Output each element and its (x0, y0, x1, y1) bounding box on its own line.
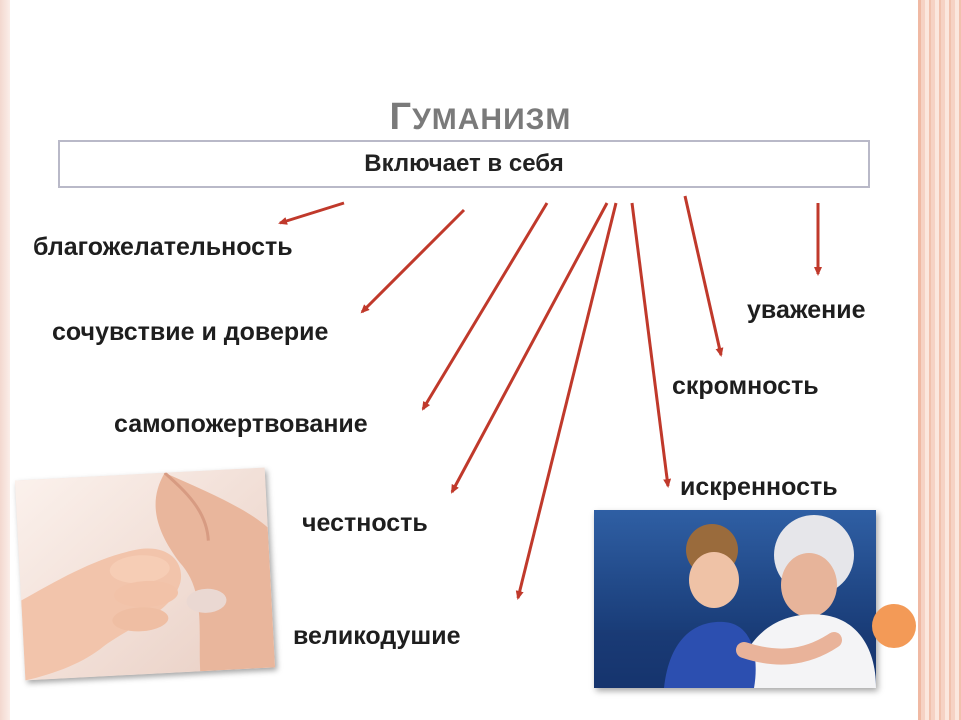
right-border-line (918, 0, 921, 720)
term-4: честность (302, 509, 428, 537)
arrow-6 (630, 202, 672, 488)
term-1: благожелательность (33, 233, 293, 261)
hands-photo (14, 467, 276, 681)
arrow-2 (360, 208, 466, 314)
left-border-decoration (0, 0, 10, 720)
banner-text: Включает в себя (364, 150, 564, 177)
page-title: ГУМАНИЗМ (0, 96, 961, 139)
decorative-orange-dot (872, 604, 916, 648)
arrow-4 (450, 202, 609, 494)
term-5: великодушие (293, 622, 461, 650)
term-7: скромность (672, 372, 819, 400)
arrow-5 (515, 202, 618, 600)
arrow-1 (278, 201, 345, 225)
term-8: искренность (680, 473, 838, 501)
term-3: самопожертвование (114, 410, 368, 438)
title-rest: УМАНИЗМ (412, 103, 572, 136)
arrow-3 (421, 202, 549, 411)
banner-box: Включает в себя (58, 140, 870, 188)
title-first-letter: Г (389, 96, 413, 138)
term-6: уважение (747, 296, 866, 324)
term-2: сочувствие и доверие (52, 318, 329, 346)
right-border-decoration (921, 0, 961, 720)
grandmother-child-photo (594, 510, 876, 688)
arrow-7 (683, 195, 724, 357)
